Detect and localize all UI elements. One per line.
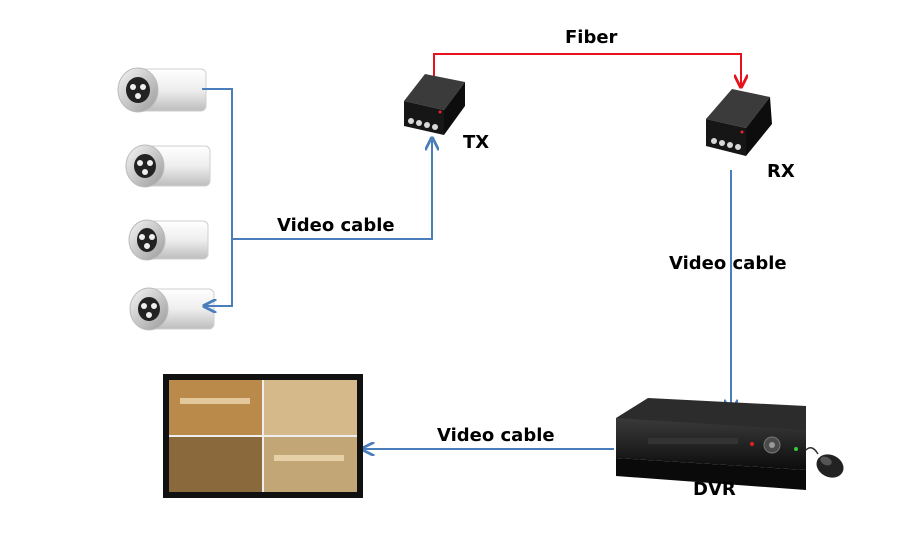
monitor-icon: [163, 374, 363, 498]
dvr-icon: [616, 398, 806, 490]
fiber-transmitter-icon: [404, 74, 465, 135]
video-cable-label: Video cable: [437, 425, 555, 446]
tx-label: TX: [463, 132, 490, 153]
mouse-icon: [816, 454, 844, 478]
video-cable-to-tx-line: [232, 138, 432, 240]
bullet-camera-icon: [129, 287, 215, 331]
rx-label: RX: [767, 161, 795, 182]
fiber-line: [433, 53, 741, 87]
bullet-camera-icon: [128, 219, 209, 261]
bullet-camera-icon: [125, 144, 211, 188]
fiber-label: Fiber: [565, 27, 618, 48]
bullet-camera-icon: [117, 67, 207, 113]
video-cable-label: Video cable: [277, 215, 395, 236]
dvr-label: DVR: [693, 479, 736, 500]
camera-bus-line: [202, 88, 233, 306]
fiber-receiver-icon: [706, 89, 772, 156]
video-cable-label: Video cable: [669, 253, 787, 274]
